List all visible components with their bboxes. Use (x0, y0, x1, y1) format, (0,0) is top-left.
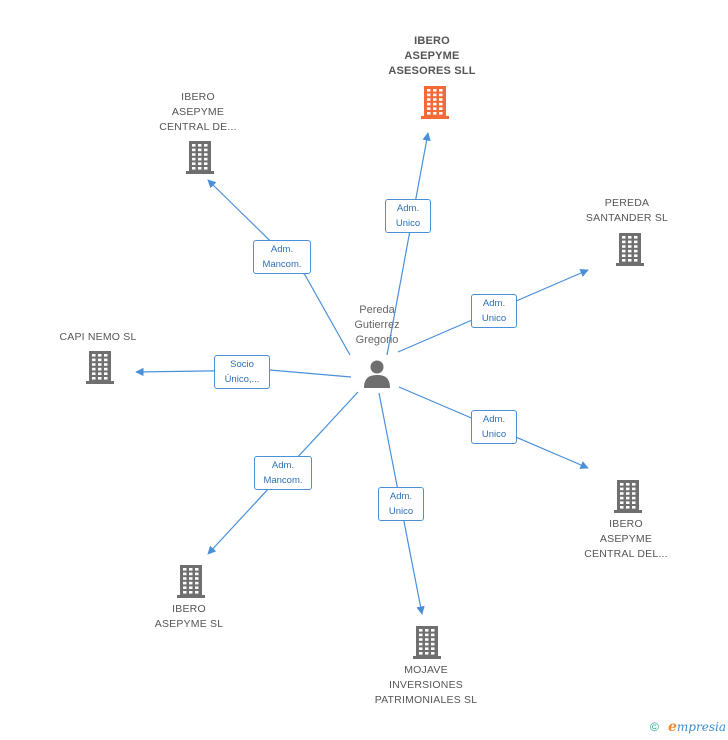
relation-label-capi-nemo[interactable]: Socio Único,... (214, 355, 270, 389)
relation-label-ibero-asepyme-asesores[interactable]: Adm. Unico (385, 199, 431, 233)
person-icon[interactable] (363, 359, 391, 389)
edge-capi-nemo (135, 367, 352, 378)
company-name-ibero-asepyme-central-1[interactable]: IBERO ASEPYME CENTRAL DE... (159, 91, 237, 133)
edge-ibero-asepyme-central-1 (207, 179, 351, 356)
relation-label-ibero-asepyme-central-1[interactable]: Adm. Mancom. (253, 240, 311, 274)
edge-ibero-asepyme-asesores (386, 132, 431, 356)
relation-label-ibero-asepyme[interactable]: Adm. Mancom. (254, 456, 312, 490)
person-name[interactable]: Pereda Gutierrez Gregorio (354, 304, 400, 346)
company-name-ibero-asepyme[interactable]: IBERO ASEPYME SL (154, 603, 224, 630)
company-name-mojave[interactable]: MOJAVE INVERSIONES PATRIMONIALES SL (374, 664, 478, 706)
building-icon-capi-nemo[interactable] (84, 349, 116, 385)
relation-label-pereda-santander[interactable]: Adm. Unico (471, 294, 517, 328)
relation-label-mojave[interactable]: Adm. Unico (378, 487, 424, 521)
empresia-logo[interactable]: empresia (668, 719, 726, 735)
relation-label-ibero-asepyme-central-2[interactable]: Adm. Unico (471, 410, 517, 444)
building-icon-ibero-asepyme[interactable] (175, 563, 207, 599)
brand-initial: e (668, 719, 677, 735)
company-name-ibero-asepyme-asesores[interactable]: IBERO ASEPYME ASESORES SLL (388, 35, 476, 77)
company-name-capi-nemo[interactable]: CAPI NEMO SL (59, 331, 137, 343)
copyright-icon: © (650, 720, 659, 734)
building-icon-ibero-asepyme-asesores[interactable] (419, 84, 451, 120)
building-icon-mojave[interactable] (411, 624, 443, 660)
company-name-ibero-asepyme-central-2[interactable]: IBERO ASEPYME CENTRAL DEL... (584, 518, 668, 560)
building-icon-ibero-asepyme-central-2[interactable] (612, 478, 644, 514)
brand-rest: mpresia (676, 720, 726, 734)
building-icon-ibero-asepyme-central-1[interactable] (184, 139, 216, 175)
building-icon-pereda-santander[interactable] (614, 231, 646, 267)
company-name-pereda-santander[interactable]: PEREDA SANTANDER SL (585, 197, 669, 224)
